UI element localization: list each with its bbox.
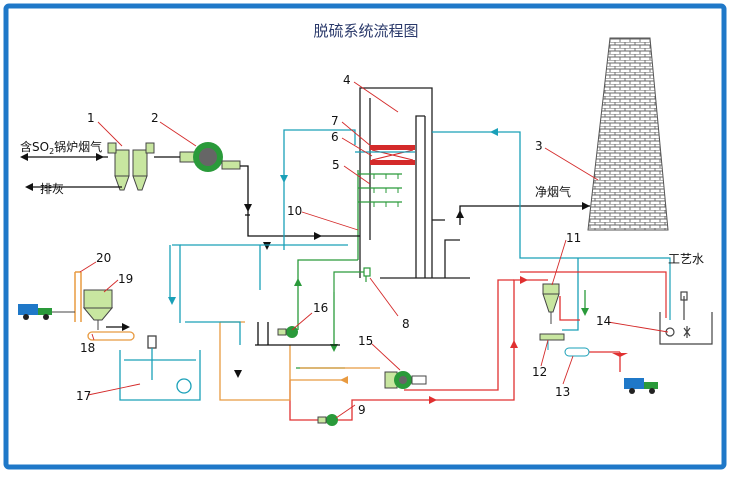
hydrocyclone (542, 283, 560, 324)
limestone-silo (82, 289, 114, 330)
limestone-tank (119, 335, 201, 401)
equipment-number-12: 12 (532, 365, 547, 379)
label-ash-out: 排灰 (40, 182, 64, 196)
equipment-number-18: 18 (80, 341, 95, 355)
conveyor-arrow (122, 323, 130, 331)
dust-collector (107, 142, 155, 191)
equipment-number-3: 3 (535, 139, 543, 153)
equipment-number-4: 4 (343, 73, 351, 87)
process-water-tank (659, 257, 713, 345)
equipment-number-16: 16 (313, 301, 328, 315)
circulation-pump (277, 326, 298, 338)
leader-lines (79, 81, 669, 419)
diagram-title: 脱硫系统流程图 (313, 22, 418, 40)
oxidation-nozzle (333, 267, 371, 292)
equipment-number-7: 7 (331, 114, 339, 128)
belt-conveyor (87, 326, 135, 341)
equipment-number-15: 15 (358, 334, 373, 348)
label-flue-gas-in: 含SO2锅炉烟气 (20, 139, 102, 156)
equipment-number-11: 11 (566, 231, 581, 245)
label-clean-gas: 净烟气 (535, 184, 571, 199)
equipment-number-10: 10 (287, 204, 302, 218)
equipment-number-8: 8 (402, 317, 410, 331)
equipment-number-20: 20 (96, 251, 111, 265)
green-arrows (294, 278, 589, 352)
demister (360, 145, 415, 165)
equipment-number-6: 6 (331, 130, 339, 144)
gypsum-pump (317, 414, 338, 426)
truck-left (18, 304, 75, 320)
label-process-water: 工艺水 (668, 252, 704, 266)
truck-right (624, 378, 658, 394)
orange-arrow (340, 376, 348, 384)
spray-headers (357, 170, 402, 260)
equipment-number-5: 5 (332, 158, 340, 172)
equipment-number-9: 9 (358, 403, 366, 417)
equipment-number-17: 17 (76, 389, 91, 403)
process-water-lines (169, 129, 660, 331)
slurry-tank (185, 321, 380, 401)
water-arrows (168, 128, 498, 305)
equipment-number-14: 14 (596, 314, 611, 328)
equipment-number-19: 19 (118, 272, 133, 286)
booster-fan (179, 142, 241, 172)
equipment-number-13: 13 (555, 385, 570, 399)
slurry-arrows (429, 276, 628, 404)
equipment-number-2: 2 (151, 111, 159, 125)
absorber-tower (359, 87, 470, 279)
equipment-numbers: 1 2 3 4 5 6 7 8 9 10 11 12 13 14 15 16 1… (76, 73, 611, 417)
vacuum-filter (539, 333, 590, 357)
equipment-number-1: 1 (87, 111, 95, 125)
flue-gas-lines (25, 156, 590, 237)
oxidation-blower (384, 371, 427, 389)
chimney (587, 37, 669, 231)
arrow-heads (20, 153, 590, 378)
